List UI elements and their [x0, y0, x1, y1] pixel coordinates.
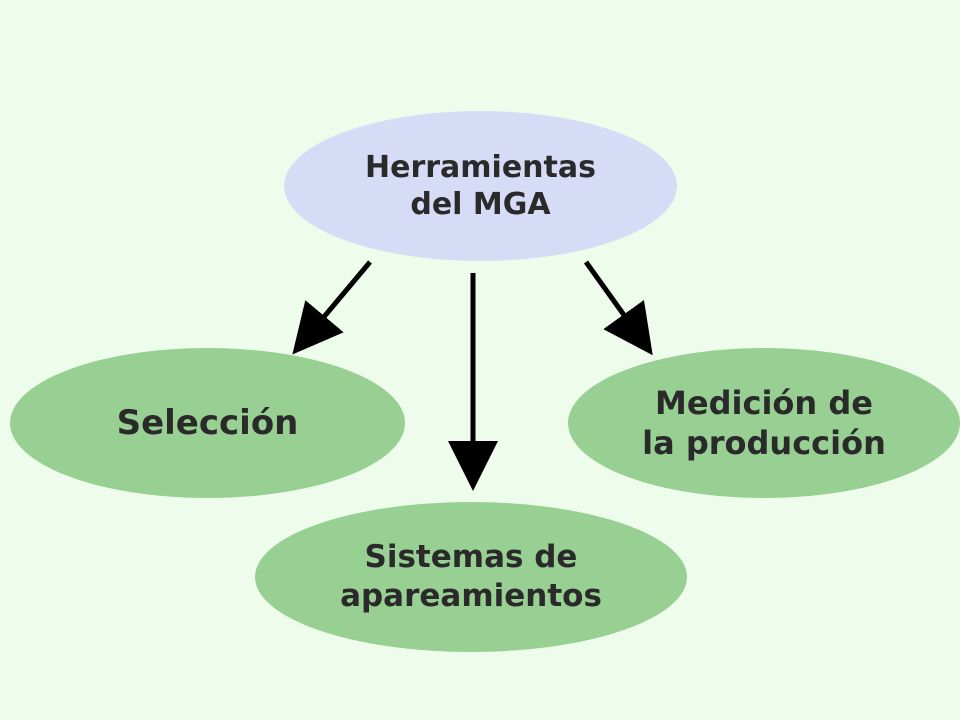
arrow-to-seleccion: [292, 260, 372, 355]
node-medicion-produccion: Medición de la producción: [568, 348, 960, 498]
node-medicion-label: Medición de la producción: [642, 384, 886, 462]
node-seleccion-label: Selección: [116, 402, 299, 443]
node-seleccion: Selección: [10, 348, 405, 498]
root-node-herramientas: Herramientas del MGA: [284, 111, 677, 261]
node-sistemas-apareamientos: Sistemas de apareamientos: [255, 502, 687, 652]
node-sistemas-label: Sistemas de apareamientos: [340, 539, 602, 614]
arrow-to-medicion: [583, 260, 653, 356]
root-node-label: Herramientas del MGA: [365, 149, 596, 223]
